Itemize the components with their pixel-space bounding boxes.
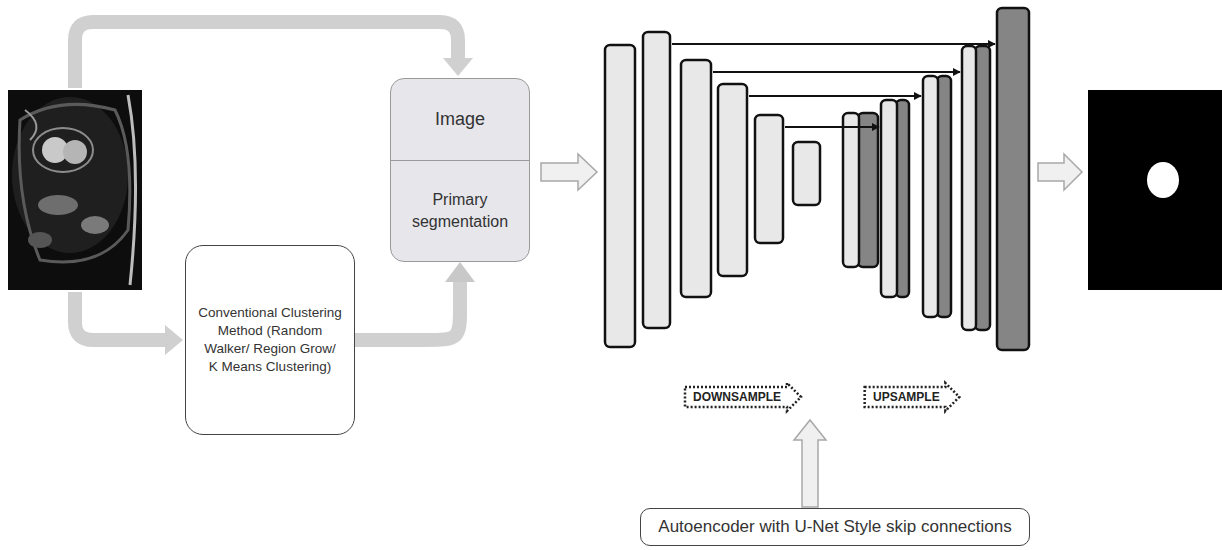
layer-block <box>681 60 711 297</box>
layer-block <box>843 113 859 267</box>
mri-structure <box>38 195 78 215</box>
skip-connection <box>785 126 879 128</box>
section-body: Primary segmentation <box>391 161 529 261</box>
skip-connection <box>672 43 995 45</box>
skip-connection <box>713 71 960 73</box>
flow-arrow <box>355 282 460 340</box>
mri-background <box>8 90 142 290</box>
stage-label: UPSAMPLE <box>873 390 940 404</box>
caption-box: Autoencoder with U-Net Style skip connec… <box>640 508 1030 546</box>
unet-network <box>605 8 1029 350</box>
block-arrow <box>541 154 597 190</box>
block-arrow <box>1038 154 1082 190</box>
method-box: Conventional Clustering Method (Random W… <box>185 245 355 435</box>
dashed-arrows <box>685 383 959 411</box>
box-label: Autoencoder with U-Net Style skip connec… <box>641 509 1029 545</box>
layer-block <box>605 45 635 347</box>
layer-block <box>793 142 820 205</box>
box-label: Conventional Clustering Method (Random W… <box>186 246 354 434</box>
mri-structure <box>25 110 36 140</box>
arrow-head <box>165 325 183 355</box>
arrow-head <box>443 58 473 76</box>
stage-label: DOWNSAMPLE <box>693 390 781 404</box>
mri-structure <box>81 216 109 234</box>
layer-block <box>718 84 747 276</box>
mask-background <box>1088 90 1222 290</box>
output-mask <box>1088 90 1222 290</box>
layer-block <box>643 32 670 328</box>
flow-band <box>75 292 165 340</box>
mask-blob <box>1147 162 1179 198</box>
layer-block <box>881 100 897 297</box>
dashed-arrow <box>685 383 801 411</box>
layer-block <box>962 46 976 330</box>
mri-structure <box>28 232 52 248</box>
layer-block <box>997 8 1029 350</box>
section-heading: Image <box>391 79 529 161</box>
mri-structure <box>19 104 130 262</box>
mri-outline <box>33 128 93 172</box>
layer-block <box>858 113 878 267</box>
dashed-arrow <box>865 383 960 411</box>
skip-connection <box>749 95 921 97</box>
block-arrow <box>794 420 826 507</box>
mri-image <box>8 90 142 290</box>
mri-edge <box>128 95 136 285</box>
mri-chamber <box>63 140 87 164</box>
layer-block <box>755 115 783 243</box>
layer-block <box>923 76 938 317</box>
input-box: ImagePrimary segmentation <box>390 78 530 262</box>
